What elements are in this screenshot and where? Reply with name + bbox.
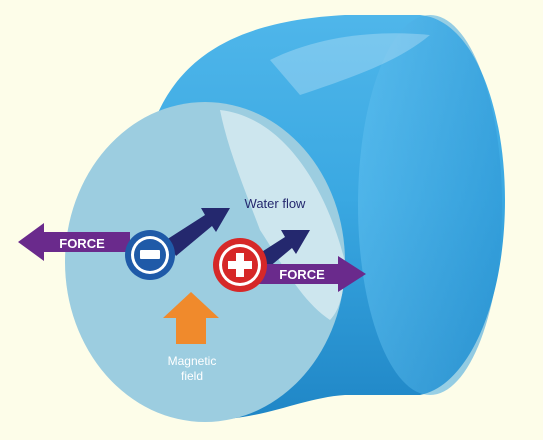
negative-ion: [125, 230, 175, 280]
force-left-label: FORCE: [59, 236, 105, 251]
pipe-sheen: [270, 33, 430, 95]
force-right-arrow: [258, 256, 366, 292]
force-right-label: FORCE: [279, 267, 325, 282]
force-left-arrow: [18, 223, 130, 261]
minus-icon: [140, 250, 160, 259]
magnetic-field-arrow: [163, 292, 219, 344]
water-flow-arrow-left: [166, 208, 230, 256]
magnetic-field-label-line2: field: [181, 369, 203, 383]
positive-ion: [213, 238, 267, 292]
pipe-far-rim: [358, 15, 502, 395]
plus-icon: [228, 253, 252, 277]
magnetic-field-label-line1: Magnetic: [168, 354, 217, 368]
water-flow-label: Water flow: [245, 196, 307, 211]
